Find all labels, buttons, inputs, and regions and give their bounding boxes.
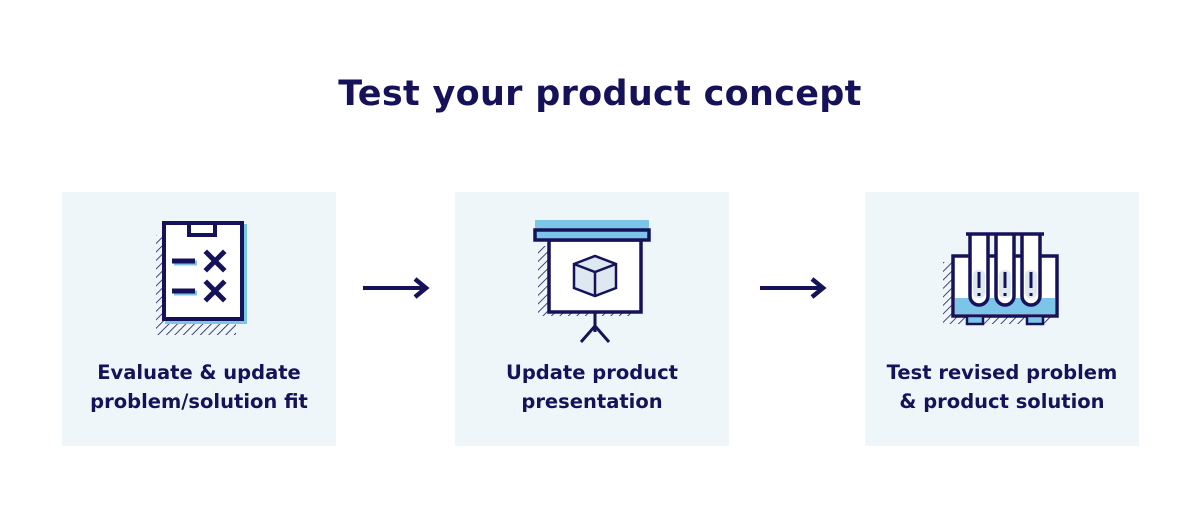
test-tubes-icon	[865, 216, 1139, 346]
step-card-test: Test revised problem & product solution	[865, 192, 1139, 446]
arrow-right-icon	[363, 277, 430, 299]
step-label: Update product presentation	[506, 361, 678, 413]
arrow-right-icon	[760, 277, 827, 299]
page-title: Test your product concept	[338, 74, 862, 114]
clipboard-checklist-icon	[62, 216, 336, 346]
step-card-evaluate: Evaluate & update problem/solution fit	[62, 192, 336, 446]
step-label: Evaluate & update problem/solution fit	[90, 361, 308, 413]
step-card-presentation: Update product presentation	[455, 192, 729, 446]
step-label: Test revised problem & product solution	[886, 361, 1118, 413]
projector-screen-icon	[455, 216, 729, 346]
